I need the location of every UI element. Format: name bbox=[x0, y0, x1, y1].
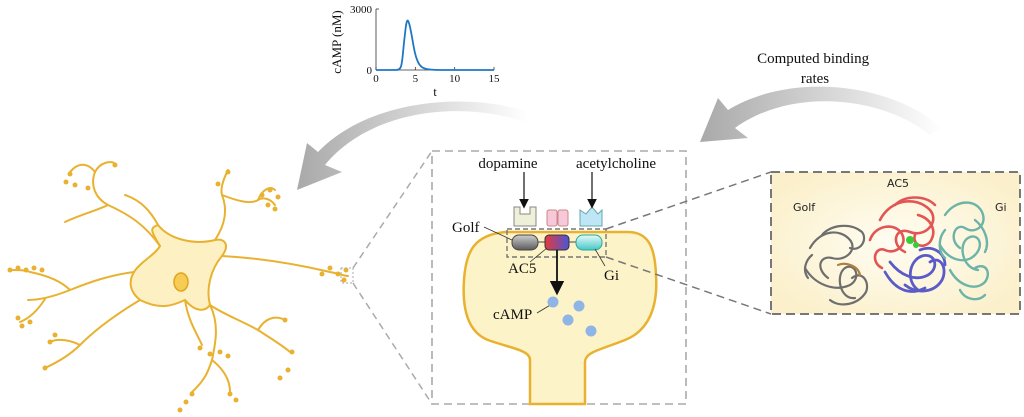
computed-rates-label: Computed binding rates bbox=[757, 51, 873, 87]
structure-ac5-label: AC5 bbox=[887, 177, 909, 190]
golf-label: Golf bbox=[452, 220, 480, 236]
gi-structure bbox=[938, 201, 989, 301]
golf-leader bbox=[483, 226, 513, 241]
acetylcholine-label: acetylcholine bbox=[576, 156, 656, 172]
structure-golf-label: Golf bbox=[793, 201, 816, 214]
gi-protein bbox=[575, 234, 603, 251]
structure-zoom-line-top bbox=[605, 171, 772, 230]
curved-arrow-right bbox=[700, 86, 942, 142]
receptor-acetylcholine bbox=[579, 206, 603, 227]
zoom-box-neuron bbox=[340, 267, 354, 284]
golf-structure bbox=[803, 224, 869, 306]
dopamine-label: dopamine bbox=[478, 156, 537, 172]
gi-leader bbox=[594, 248, 606, 267]
chart-y-tick-label: 0 bbox=[367, 65, 373, 77]
zoom-line-bottom bbox=[352, 282, 433, 405]
neuron bbox=[9, 161, 349, 393]
neuron-soma bbox=[129, 224, 227, 311]
neuron-nucleus bbox=[173, 272, 189, 292]
receptor-middle bbox=[546, 209, 569, 227]
chart-x-tick-label: 15 bbox=[489, 73, 501, 85]
chart-y-tick-label: 3000 bbox=[350, 4, 373, 16]
dendritic-spines bbox=[7, 162, 349, 413]
ac5-leader bbox=[529, 247, 548, 263]
chart-x-tick-label: 10 bbox=[449, 73, 461, 85]
chart-series-line bbox=[376, 19, 494, 71]
dendritic-spine-head bbox=[462, 230, 658, 406]
golf-protein bbox=[511, 234, 539, 251]
chart-x-tick-label: 0 bbox=[373, 73, 379, 85]
gi-label: Gi bbox=[604, 268, 619, 284]
chart-x-tick-label: 5 bbox=[413, 73, 419, 85]
structure-gi-label: Gi bbox=[995, 201, 1007, 214]
camp-molecules bbox=[547, 296, 597, 337]
ac5-protein bbox=[544, 234, 570, 251]
chart-x-label: t bbox=[433, 84, 437, 99]
chart-y-label: cAMP (nM) bbox=[329, 10, 344, 73]
curved-arrow-left bbox=[297, 101, 528, 190]
structure-zoom-line-bottom bbox=[605, 256, 772, 315]
zoom-line-top bbox=[352, 150, 433, 269]
ac5-structure bbox=[868, 196, 947, 293]
camp-label: cAMP bbox=[493, 307, 532, 323]
ac5-label: AC5 bbox=[508, 261, 536, 277]
receptor-dopamine bbox=[513, 206, 537, 227]
camp-chart: 0 5 10 15 0 3000 cAMP (nM) t bbox=[329, 4, 500, 99]
